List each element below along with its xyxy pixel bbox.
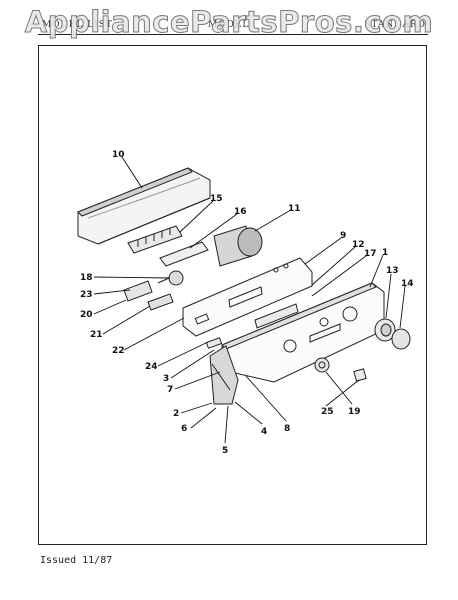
part-control-panel <box>182 257 313 337</box>
label-part-16: 16 <box>234 207 247 217</box>
diagram-frame <box>38 45 427 545</box>
part-switch-bank <box>127 225 183 254</box>
part-back-panel <box>77 167 211 245</box>
part-bracket <box>159 241 209 267</box>
label-part-1: 1 <box>382 248 388 258</box>
label-part-19: 19 <box>348 407 361 417</box>
label-part-12: 12 <box>352 240 365 250</box>
header-rule <box>38 34 428 35</box>
label-part-5: 5 <box>222 446 228 456</box>
part-knob-14 <box>391 328 411 350</box>
label-part-20: 20 <box>80 310 93 320</box>
label-part-22: 22 <box>112 346 125 356</box>
header-standard: STANDARD <box>364 20 426 30</box>
label-part-15: 15 <box>210 194 223 204</box>
label-part-4: 4 <box>261 427 267 437</box>
header-model-list: MODEL LIST <box>42 20 113 30</box>
part-bezel <box>209 345 239 405</box>
label-part-14: 14 <box>401 279 414 289</box>
label-part-21: 21 <box>90 330 103 340</box>
label-part-23: 23 <box>80 290 93 300</box>
label-part-3: 3 <box>163 374 169 384</box>
watermark-logo: AppliancePartsPros.com <box>24 5 434 40</box>
label-part-8: 8 <box>284 424 290 434</box>
part-timer <box>213 225 263 267</box>
page-header: MODEL LIST MODEL STANDARD <box>38 8 428 36</box>
label-part-6: 6 <box>181 424 187 434</box>
label-part-9: 9 <box>340 231 346 241</box>
header-model: MODEL <box>208 20 250 30</box>
label-part-7: 7 <box>167 385 173 395</box>
label-part-11: 11 <box>288 204 301 214</box>
label-part-10: 10 <box>112 150 125 160</box>
issued-date: Issued 11/87 <box>40 555 113 566</box>
label-part-13: 13 <box>386 266 399 276</box>
label-part-25: 25 <box>321 407 334 417</box>
label-part-17: 17 <box>364 249 377 259</box>
label-part-24: 24 <box>145 362 158 372</box>
label-part-2: 2 <box>173 409 179 419</box>
part-21 <box>147 293 174 311</box>
part-switch <box>123 280 153 302</box>
part-knob-13 <box>374 318 396 342</box>
label-part-18: 18 <box>80 273 93 283</box>
